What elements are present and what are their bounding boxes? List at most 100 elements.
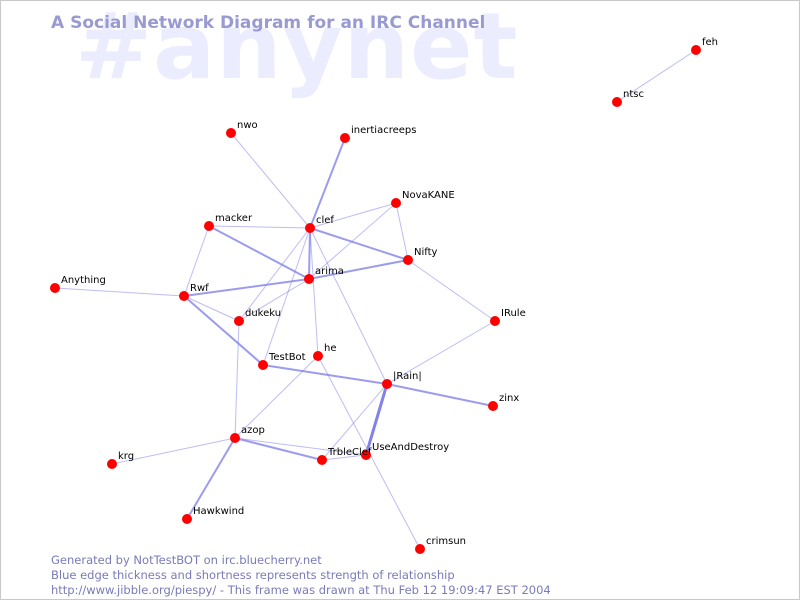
node-label: UseAndDestroy	[372, 442, 449, 453]
node-zinx: zinx	[488, 393, 519, 411]
node-nwo: nwo	[226, 120, 258, 138]
node-clef: clef	[305, 215, 334, 233]
edge-clef-nifty	[309, 227, 409, 261]
node-dot	[691, 45, 701, 55]
node-dot	[179, 291, 189, 301]
node-dukeku: dukeku	[234, 308, 281, 326]
node-label: Rwf	[190, 283, 209, 294]
node-label: dukeku	[245, 308, 281, 319]
edge-arima-rwf	[183, 278, 310, 297]
edge-arima-dukeku	[238, 278, 310, 322]
node-ntsc: ntsc	[612, 89, 644, 107]
node-novakane: NovaKANE	[391, 190, 455, 208]
edge-clef-testbot	[262, 227, 311, 366]
node-krg: krg	[107, 451, 134, 469]
node-label: Nifty	[414, 247, 438, 258]
node-trbleclef: TrbleClef	[317, 447, 372, 465]
node-dot	[391, 198, 401, 208]
edges-layer	[54, 49, 697, 550]
footer-generated-by: Generated by NotTestBOT on irc.bluecherr…	[51, 553, 322, 567]
node-dot	[234, 316, 244, 326]
node-label: feh	[702, 37, 718, 48]
node-useanddestroy: UseAndDestroy	[361, 442, 449, 460]
edge-macker-rwf	[183, 225, 210, 297]
node-testbot: TestBot	[258, 352, 306, 370]
node-dot	[415, 544, 425, 554]
edge-trbleclef-useanddestroy	[321, 454, 367, 461]
edge-inertiacreeps-clef	[309, 137, 346, 229]
edge-clef-he	[309, 227, 319, 357]
node-dot	[304, 274, 314, 284]
edge-he-azop	[234, 355, 319, 439]
node-label: macker	[215, 213, 253, 224]
page-title: A Social Network Diagram for an IRC Chan…	[51, 13, 486, 33]
footer-url-timestamp: http://www.jibble.org/piespy/ - This fra…	[51, 583, 551, 597]
node-dot	[382, 379, 392, 389]
node-dot	[488, 401, 498, 411]
node-label: Hawkwind	[193, 506, 244, 517]
node-label: Anything	[61, 275, 106, 286]
node-dot	[313, 351, 323, 361]
node-label: NovaKANE	[402, 190, 455, 201]
edge-azop-krg	[111, 437, 236, 465]
node-label: krg	[118, 451, 134, 462]
edge-clef-novakane	[309, 202, 397, 229]
node-label: he	[324, 343, 337, 354]
edge-rain-trbleclef	[321, 383, 388, 461]
edge-anything-rwf	[54, 287, 185, 297]
edge-rwf-dukeku	[183, 295, 240, 322]
node-label: TestBot	[268, 352, 306, 363]
node-label: IRule	[501, 308, 526, 319]
edge-nifty-irule	[407, 259, 496, 322]
edge-novakane-nifty	[395, 202, 409, 261]
node-crimsun: crimsun	[415, 536, 466, 554]
node-label: TrbleClef	[327, 447, 372, 458]
edge-azop-useanddestroy	[234, 437, 367, 456]
node-nifty: Nifty	[403, 247, 438, 265]
node-arima: arima	[304, 266, 344, 284]
footer: Generated by NotTestBOT on irc.bluecherr…	[51, 553, 551, 598]
node-label: inertiacreeps	[351, 125, 416, 136]
node-rwf: Rwf	[179, 283, 209, 301]
node-dot	[305, 223, 315, 233]
node-label: ntsc	[623, 89, 644, 100]
node-hawkwind: Hawkwind	[182, 506, 244, 524]
edge-rwf-testbot	[183, 295, 264, 366]
edge-irule-rain	[386, 320, 496, 385]
edge-clef-dukeku	[238, 227, 311, 322]
node-label: azop	[241, 425, 265, 436]
footer-legend-note: Blue edge thickness and shortness repres…	[51, 568, 455, 582]
edge-rain-zinx	[386, 383, 494, 407]
node-macker: macker	[204, 213, 253, 231]
channel-watermark: #anynet	[75, 0, 519, 100]
edge-azop-trbleclef	[234, 437, 323, 461]
node-dot	[258, 360, 268, 370]
node-dot	[340, 133, 350, 143]
node-inertiacreeps: inertiacreeps	[340, 125, 416, 143]
edge-macker-clef	[208, 225, 311, 229]
edge-testbot-rain	[262, 364, 388, 385]
node-label: zinx	[499, 393, 519, 404]
edge-nifty-arima	[308, 259, 409, 280]
node-dot	[403, 255, 413, 265]
node-dot	[230, 433, 240, 443]
edge-clef-arima	[308, 227, 311, 280]
node-dot	[490, 316, 500, 326]
node-feh: feh	[691, 37, 718, 55]
node-label: clef	[316, 215, 334, 226]
node-dot	[107, 459, 117, 469]
node-label: nwo	[237, 120, 258, 131]
node-dot	[204, 221, 214, 231]
node-dot	[612, 97, 622, 107]
node-dot	[226, 128, 236, 138]
node-anything: Anything	[50, 275, 106, 293]
node-label: crimsun	[426, 536, 466, 547]
node-label: arima	[315, 266, 344, 277]
node-azop: azop	[230, 425, 265, 443]
edge-clef-rain	[309, 227, 388, 385]
node-he: he	[313, 343, 337, 361]
node-irule: IRule	[490, 308, 526, 326]
edge-rain-useanddestroy	[364, 383, 389, 456]
